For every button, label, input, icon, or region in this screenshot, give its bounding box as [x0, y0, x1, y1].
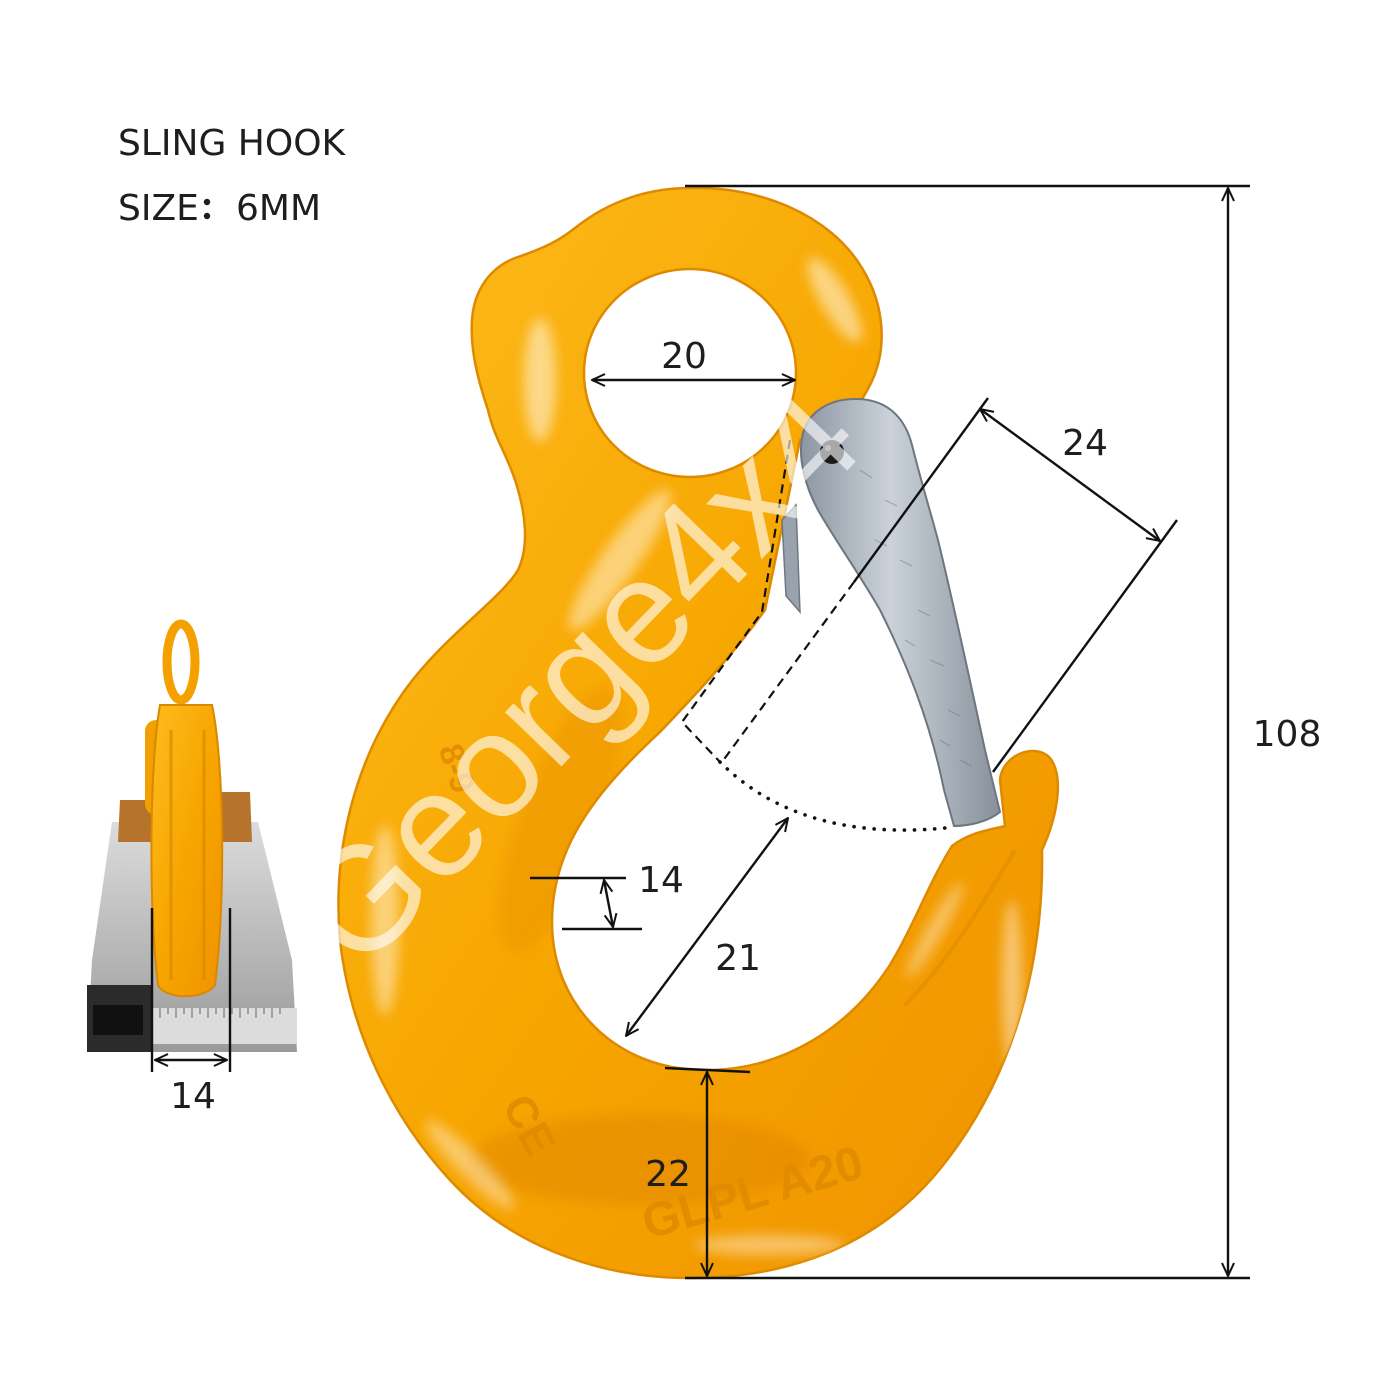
size-separator-dot-top	[203, 198, 211, 206]
size-separator: ：	[199, 188, 235, 229]
size-value: 6MM	[236, 188, 321, 229]
latch-gap-line-a-dashed	[721, 581, 855, 763]
caliper-display	[93, 1005, 143, 1035]
eye-width-label: 20	[661, 336, 707, 377]
dimension-lines	[150, 184, 1250, 1280]
latch-gap-line-a	[853, 397, 989, 583]
product-title: SLING HOOK	[118, 123, 347, 164]
shank-width-arrow	[604, 880, 613, 927]
latch-gap-label: 24	[1062, 423, 1108, 464]
shank-width-label: 14	[638, 860, 684, 901]
latch-gap-line-b	[992, 519, 1178, 773]
throat-arc-dotted	[718, 760, 947, 832]
side-eye-ring	[162, 619, 200, 705]
latch-spring-tab	[781, 503, 801, 615]
side-view-photo	[87, 619, 297, 1052]
side-hook-ridges	[169, 730, 206, 980]
caliper-ticks	[159, 1008, 281, 1018]
hook-shading	[371, 257, 1022, 1255]
latch-arm	[800, 397, 1002, 828]
latch-rivet-highlight	[825, 445, 831, 451]
side-hook-body	[150, 704, 224, 998]
side-thickness-label: 14	[170, 1076, 216, 1117]
pad-right	[214, 792, 252, 842]
latch-gap-arrow	[980, 409, 1160, 541]
throat-depth-arrow	[626, 818, 788, 1036]
size-line: SIZE：6MM	[118, 188, 321, 229]
bowl-thickness-label: 22	[645, 1154, 691, 1195]
bowl-thickness-line	[664, 1066, 751, 1074]
hook: 8-9 CE GLPL A20	[337, 186, 1060, 1280]
latch	[781, 397, 1002, 828]
size-label: SIZE	[118, 188, 199, 229]
size-separator-dot-bottom	[203, 212, 211, 220]
throat-depth-label: 21	[715, 938, 761, 979]
overall-height-label: 108	[1253, 714, 1322, 755]
pad-left	[118, 800, 152, 842]
throat-reference-dashed	[680, 439, 792, 763]
